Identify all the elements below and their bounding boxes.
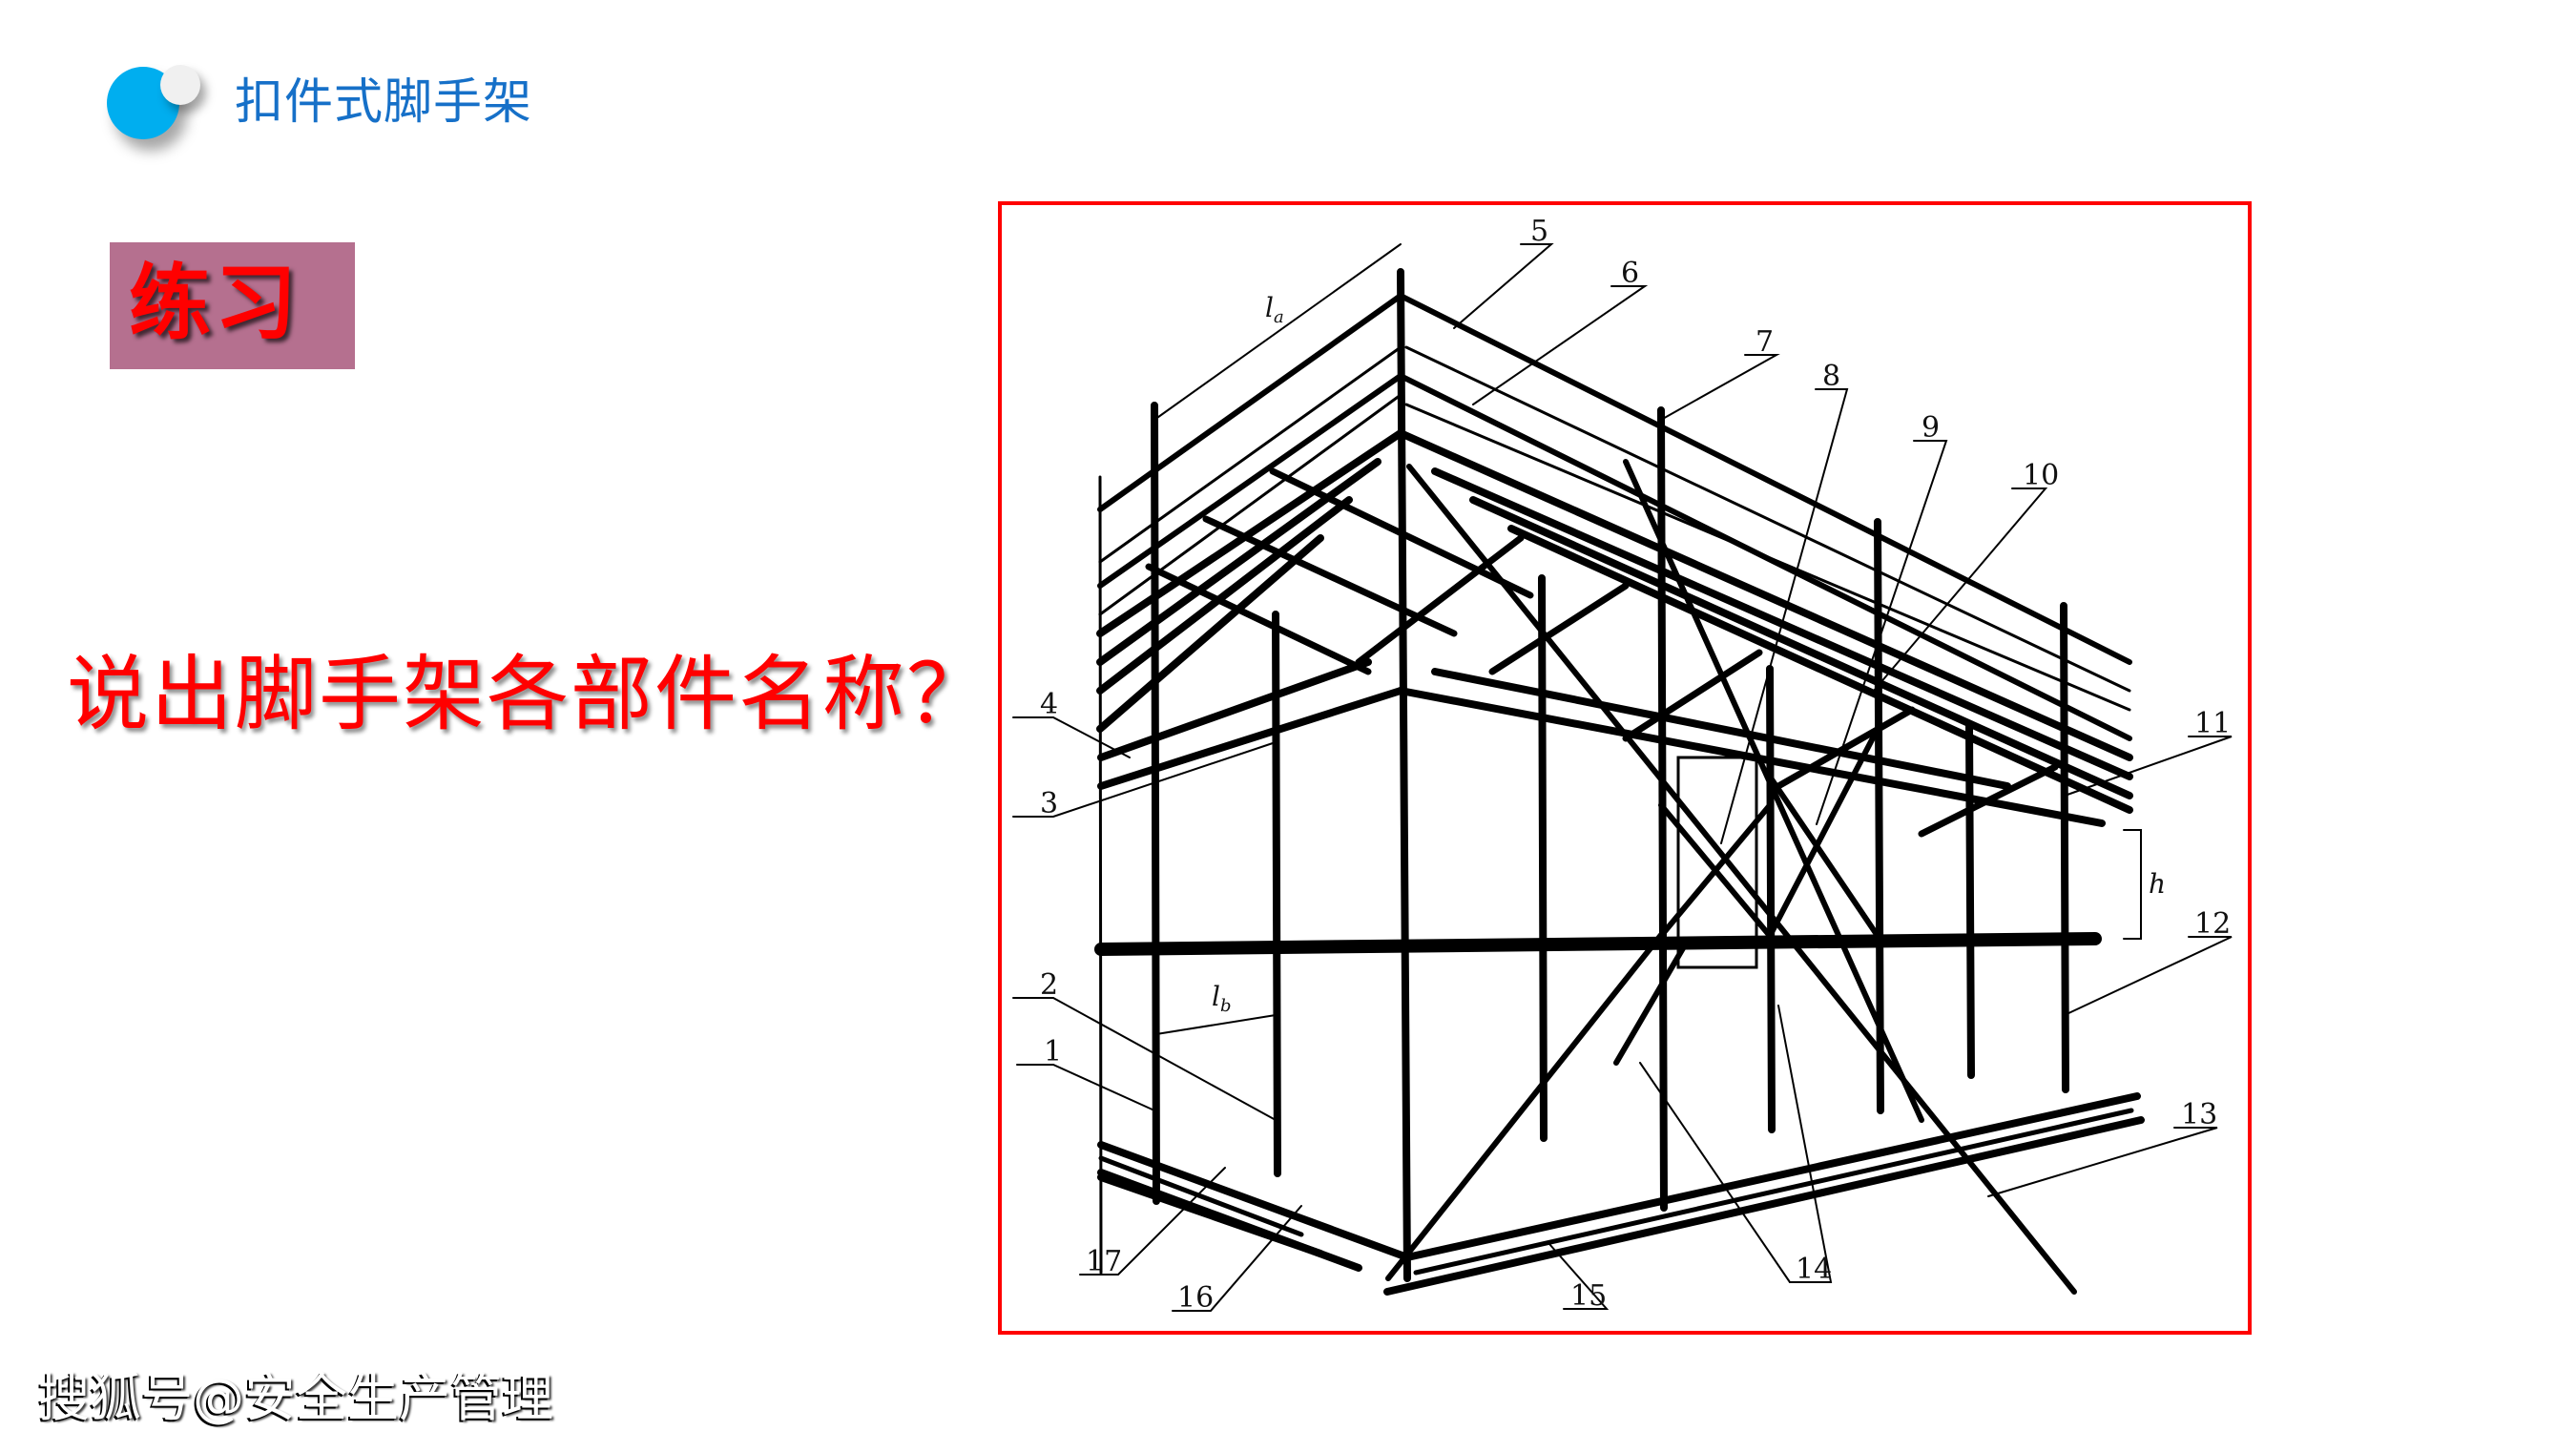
scaffold-structure xyxy=(1012,243,2233,1312)
callout-15: 15 xyxy=(1570,1279,1607,1313)
callout-14: 14 xyxy=(1796,1253,1832,1286)
callout-9: 9 xyxy=(1922,411,1940,445)
dimension-la: la xyxy=(1265,292,1284,327)
callout-13: 13 xyxy=(2181,1098,2217,1131)
callout-17: 17 xyxy=(1086,1245,1122,1278)
callout-4: 4 xyxy=(1040,688,1058,721)
white-circle-icon xyxy=(160,65,200,105)
dimension-h: h xyxy=(2149,868,2166,900)
logo xyxy=(0,0,248,172)
callout-6: 6 xyxy=(1621,257,1639,290)
dimension-lb: lb xyxy=(1212,981,1232,1016)
callout-8: 8 xyxy=(1822,360,1840,393)
callout-2: 2 xyxy=(1040,968,1058,1002)
callout-10: 10 xyxy=(2023,459,2059,492)
callout-11: 11 xyxy=(2194,707,2231,740)
scaffold-diagram: 4 3 2 1 5 6 7 8 9 10 11 12 13 14 15 16 1… xyxy=(998,201,2252,1335)
callout-16: 16 xyxy=(1177,1281,1214,1315)
callout-3: 3 xyxy=(1040,787,1058,820)
callout-labels: 4 3 2 1 5 6 7 8 9 10 11 12 13 14 15 16 1… xyxy=(1040,215,2231,1315)
watermark: 搜狐号@安全生产管理 xyxy=(38,1368,553,1428)
page-title: 扣件式脚手架 xyxy=(235,74,533,131)
scaffold-drawing: 4 3 2 1 5 6 7 8 9 10 11 12 13 14 15 16 1… xyxy=(1012,215,2233,1315)
callout-12: 12 xyxy=(2194,907,2231,941)
question-text: 说出脚手架各部件名称？ xyxy=(67,647,990,742)
callout-1: 1 xyxy=(1044,1035,1062,1068)
callout-7: 7 xyxy=(1755,325,1774,359)
callout-5: 5 xyxy=(1530,215,1548,248)
practice-label: 练习 xyxy=(129,255,301,351)
practice-badge: 练习 xyxy=(110,242,355,369)
